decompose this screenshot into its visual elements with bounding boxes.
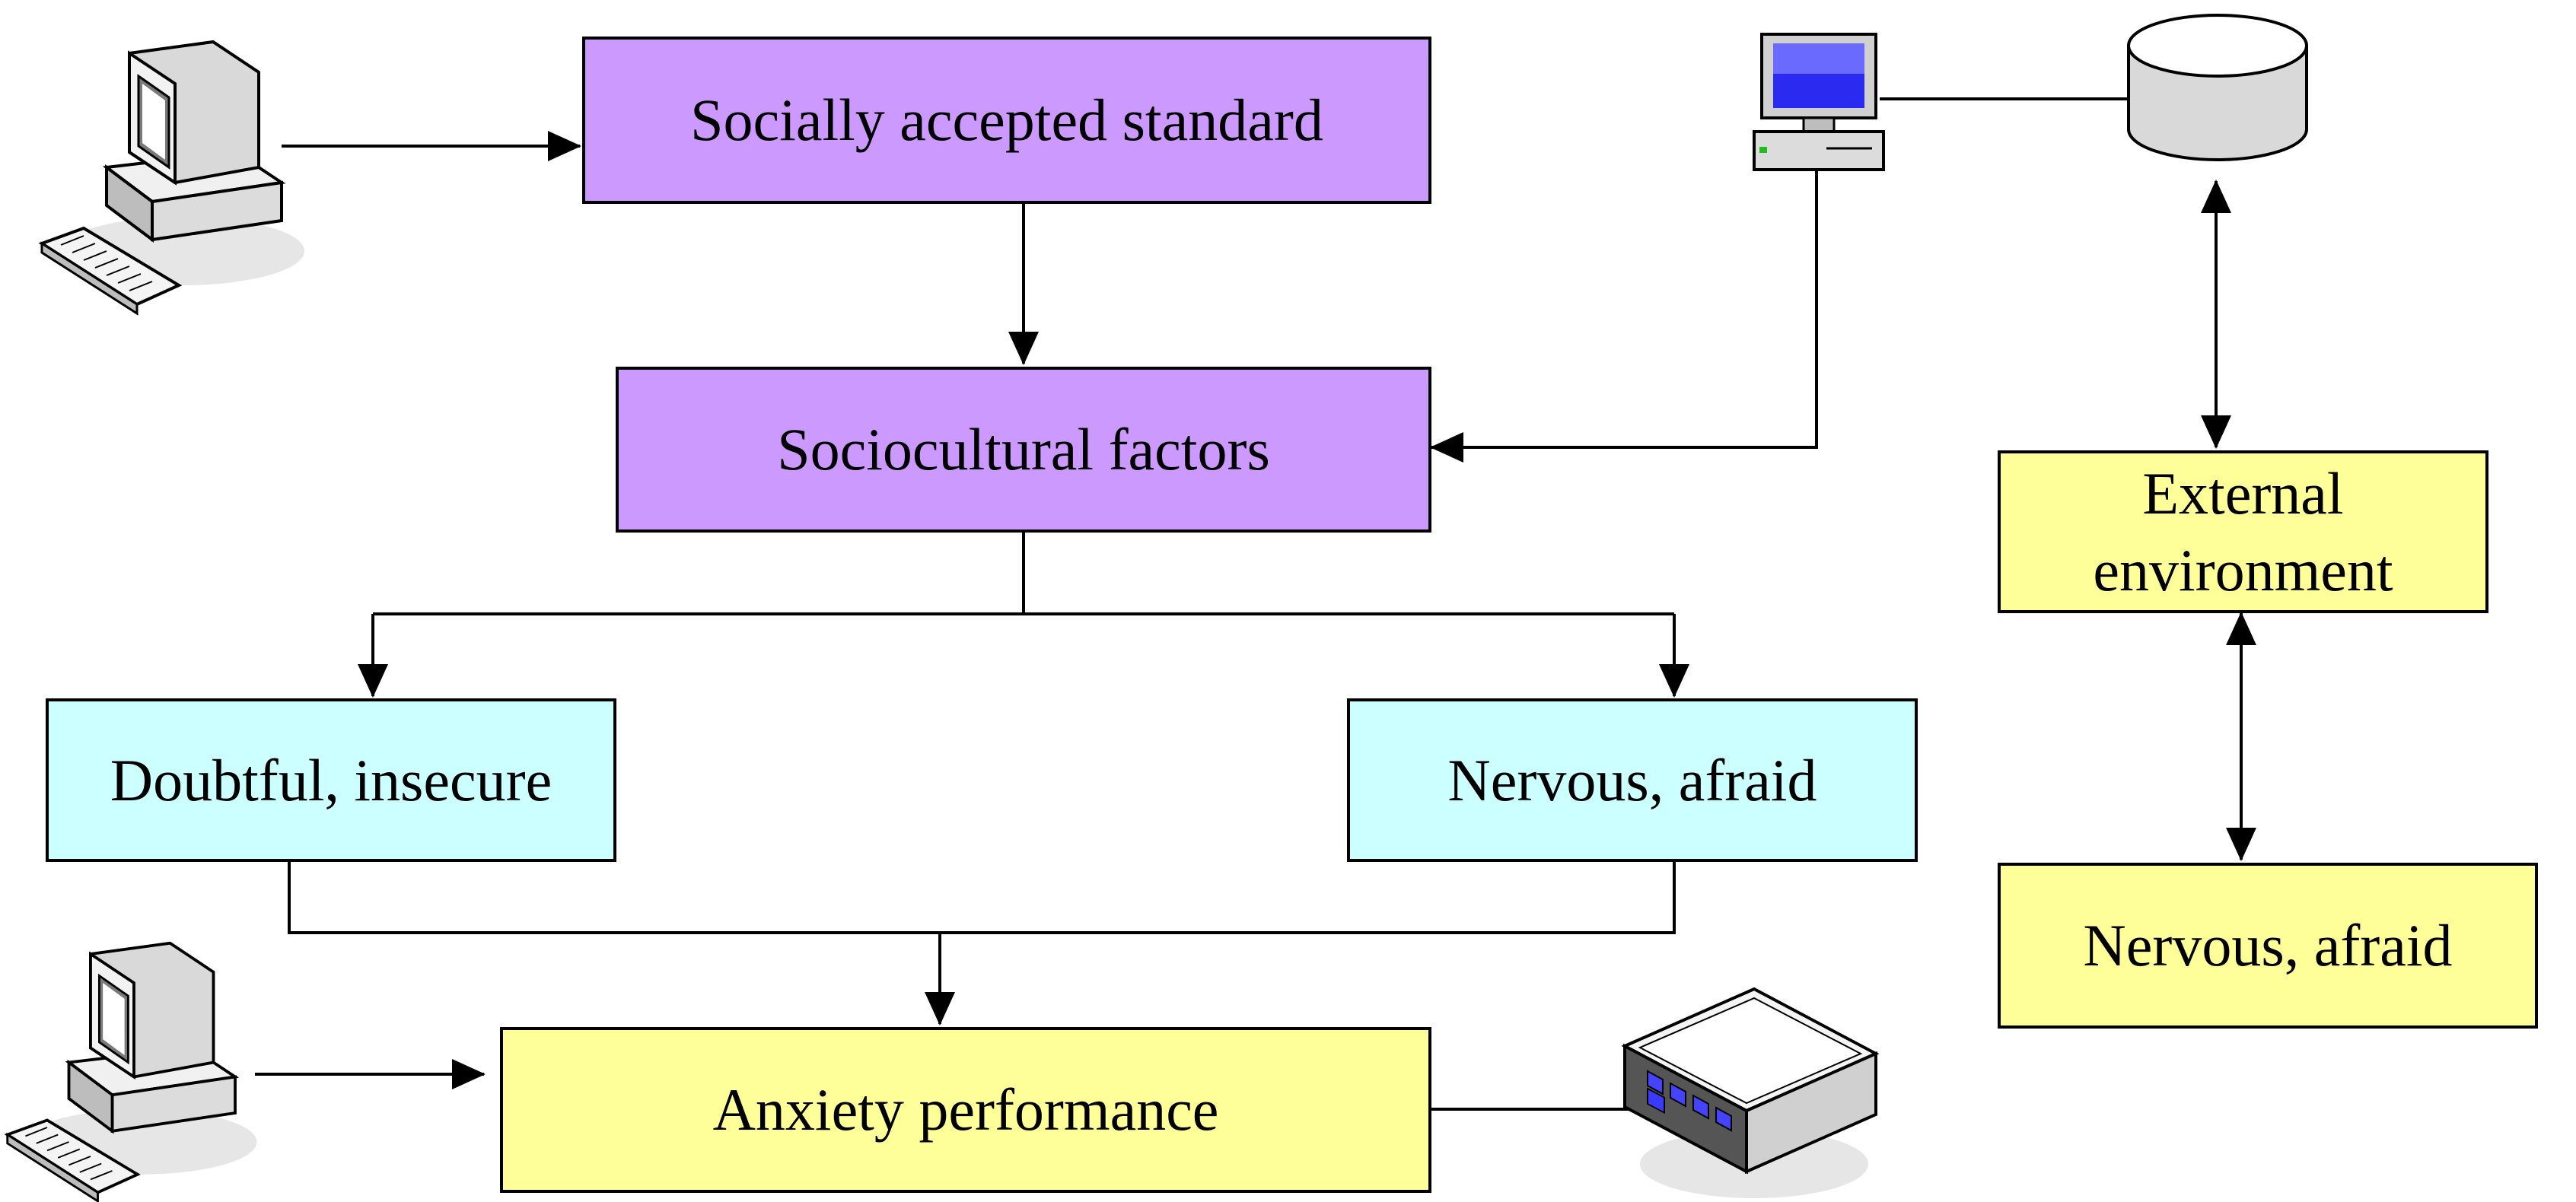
monitor-workstation-icon [1753,33,1885,171]
nervous-afraid-right-label: Nervous, afraid [2083,912,2453,979]
socially-accepted-standard-box: Socially accepted standard [582,37,1431,204]
line-sociocultural-branch [373,533,1674,615]
desktop-computer-icon-bottom [4,941,257,1202]
desktop-computer-icon [38,40,304,316]
external-environment-box: External environment [1998,450,2488,613]
external-environment-label: External environment [2093,459,2393,603]
nervous-afraid-right-box: Nervous, afraid [1998,863,2538,1029]
arrow-monitor-to-sociocultural [1430,167,1818,463]
anxiety-performance-box: Anxiety performance [500,1027,1431,1193]
network-switch-icon [1621,987,1880,1198]
sociocultural-factors-label: Sociocultural factors [777,416,1270,483]
anxiety-performance-label: Anxiety performance [712,1076,1219,1143]
nervous-afraid-left-box: Nervous, afraid [1347,698,1918,862]
doubtful-insecure-box: Doubtful, insecure [46,698,616,862]
line-merge [288,862,1676,934]
doubtful-insecure-label: Doubtful, insecure [110,746,552,813]
socially-accepted-standard-label: Socially accepted standard [690,87,1323,154]
database-icon [2127,14,2308,161]
sociocultural-factors-box: Sociocultural factors [616,367,1431,533]
nervous-afraid-left-label: Nervous, afraid [1447,746,1817,813]
